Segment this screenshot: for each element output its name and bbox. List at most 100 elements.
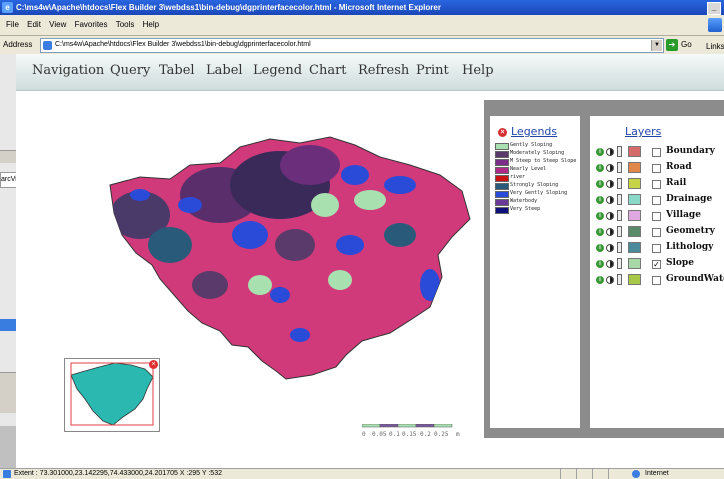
layer-checkbox-village[interactable] xyxy=(652,212,661,221)
legend-swatch xyxy=(495,199,509,206)
opacity-icon[interactable] xyxy=(606,228,614,236)
scale-unit: m xyxy=(456,431,460,438)
legends-title: Legends xyxy=(511,125,558,138)
layer-row-rail: i Rail xyxy=(590,176,724,192)
layer-label: Slope xyxy=(666,258,694,268)
menu-edit[interactable]: Edit xyxy=(27,20,41,29)
status-text: Extent : 73.301000,23.142295,74.433000,2… xyxy=(14,470,222,477)
slider-icon[interactable] xyxy=(617,194,622,205)
minimize-button[interactable]: _ xyxy=(707,2,721,15)
info-icon[interactable]: i xyxy=(596,148,604,156)
layer-swatch xyxy=(628,242,641,253)
layers-title: Layers xyxy=(625,125,662,138)
go-arrow-icon: ➔ xyxy=(666,39,678,51)
ie-icon: e xyxy=(2,2,13,13)
legend-swatch xyxy=(495,175,509,182)
nav-navigation[interactable]: Navigation xyxy=(32,63,105,78)
menu-favorites[interactable]: Favorites xyxy=(74,20,108,29)
scale-label: 0.2 xyxy=(420,431,431,438)
legend-swatch xyxy=(495,167,509,174)
menu-tools[interactable]: Tools xyxy=(115,20,135,29)
nav-print[interactable]: Print xyxy=(416,63,449,78)
legend-swatch xyxy=(495,151,509,158)
info-icon[interactable]: i xyxy=(596,180,604,188)
app-nav-bar: Navigation Query Tabel Label Legend Char… xyxy=(16,54,724,91)
info-icon[interactable]: i xyxy=(596,228,604,236)
layer-checkbox-slope[interactable]: ✓ xyxy=(652,260,661,269)
layer-checkbox-rail[interactable] xyxy=(652,180,661,189)
scale-label: 0.05 xyxy=(372,431,387,438)
go-button[interactable]: ➔ Go xyxy=(666,38,702,52)
layer-row-boundary: i Boundary xyxy=(590,144,724,160)
layer-swatch xyxy=(628,274,641,285)
layer-checkbox-geometry[interactable] xyxy=(652,228,661,237)
nav-tabel[interactable]: Tabel xyxy=(159,63,195,78)
layer-checkbox-lithology[interactable] xyxy=(652,244,661,253)
legend-label: Gently Sloping xyxy=(510,142,553,148)
slope-map[interactable] xyxy=(100,135,480,385)
layer-checkbox-drainage[interactable] xyxy=(652,196,661,205)
overview-shape xyxy=(70,362,154,426)
slider-icon[interactable] xyxy=(617,146,622,157)
nav-label[interactable]: Label xyxy=(206,63,243,78)
scale-label: 0.1 xyxy=(389,431,400,438)
opacity-icon[interactable] xyxy=(606,164,614,172)
info-icon[interactable]: i xyxy=(596,164,604,172)
legend-label: M Steep to Steep Slope xyxy=(510,158,577,164)
overview-close-icon[interactable]: × xyxy=(149,360,158,369)
window-title-bar: e C:\ms4w\Apache\htdocs\Flex Builder 3\w… xyxy=(0,0,724,15)
opacity-icon[interactable] xyxy=(606,212,614,220)
legends-close-icon[interactable]: × xyxy=(498,128,507,137)
address-label: Address xyxy=(3,40,33,49)
layer-checkbox-road[interactable] xyxy=(652,164,661,173)
legend-label: Very Steep xyxy=(510,206,541,212)
legend-label: Waterbody xyxy=(510,198,538,204)
slider-icon[interactable] xyxy=(617,226,622,237)
nav-chart[interactable]: Chart xyxy=(309,63,347,78)
nav-help[interactable]: Help xyxy=(462,63,494,78)
menu-view[interactable]: View xyxy=(49,20,67,29)
slider-icon[interactable] xyxy=(617,162,622,173)
layer-checkbox-boundary[interactable] xyxy=(652,148,661,157)
layer-label: Rail xyxy=(666,178,687,188)
slider-icon[interactable] xyxy=(617,242,622,253)
nav-query[interactable]: Query xyxy=(110,63,151,78)
legend-swatch xyxy=(495,159,509,166)
legend-label: Moderately Sloping xyxy=(510,150,565,156)
info-icon[interactable]: i xyxy=(596,244,604,252)
slider-icon[interactable] xyxy=(617,178,622,189)
background-panel xyxy=(0,372,16,413)
layer-row-village: i Village xyxy=(590,208,724,224)
nav-legend[interactable]: Legend xyxy=(253,63,303,78)
slider-icon[interactable] xyxy=(617,210,622,221)
layer-swatch xyxy=(628,258,641,269)
info-icon[interactable]: i xyxy=(596,260,604,268)
address-dropdown-button[interactable]: ▼ xyxy=(651,40,662,51)
opacity-icon[interactable] xyxy=(606,276,614,284)
slider-icon[interactable] xyxy=(617,274,622,285)
background-toolbar xyxy=(0,150,16,163)
layer-swatch xyxy=(628,146,641,157)
overview-map[interactable]: × xyxy=(64,358,160,432)
opacity-icon[interactable] xyxy=(606,244,614,252)
page-icon xyxy=(3,470,11,478)
info-icon[interactable]: i xyxy=(596,276,604,284)
address-input[interactable]: C:\ms4w\Apache\htdocs\Flex Builder 3\web… xyxy=(40,38,664,53)
opacity-icon[interactable] xyxy=(606,196,614,204)
links-label[interactable]: Links xyxy=(706,42,724,51)
info-icon[interactable]: i xyxy=(596,212,604,220)
nav-refresh[interactable]: Refresh xyxy=(358,63,410,78)
status-cell xyxy=(576,469,591,479)
opacity-icon[interactable] xyxy=(606,180,614,188)
layer-swatch xyxy=(628,162,641,173)
layer-label: GroundWater xyxy=(666,274,724,284)
legend-swatch xyxy=(495,143,509,150)
opacity-icon[interactable] xyxy=(606,148,614,156)
info-icon[interactable]: i xyxy=(596,196,604,204)
layer-checkbox-groundwater[interactable] xyxy=(652,276,661,285)
opacity-icon[interactable] xyxy=(606,260,614,268)
window-title: C:\ms4w\Apache\htdocs\Flex Builder 3\web… xyxy=(16,3,441,12)
slider-icon[interactable] xyxy=(617,258,622,269)
menu-help[interactable]: Help xyxy=(142,20,160,29)
menu-file[interactable]: File xyxy=(6,20,19,29)
